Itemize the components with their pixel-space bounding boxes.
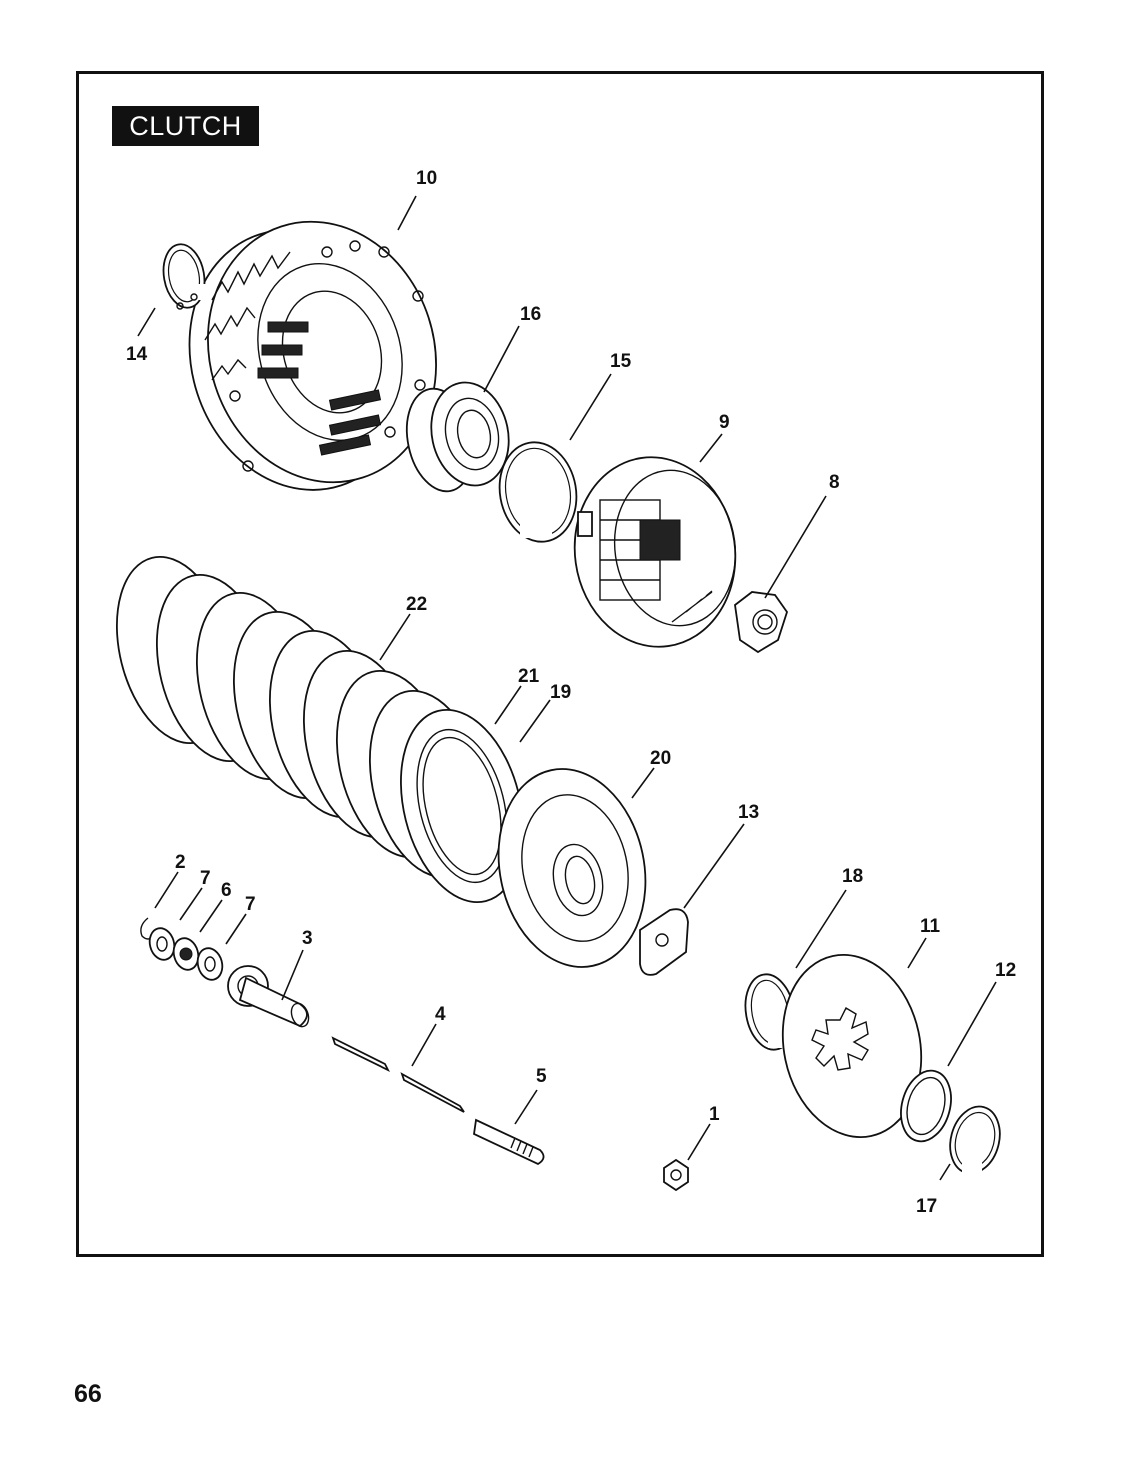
part-retaining-ring-14 xyxy=(162,243,210,310)
callout-22: 22 xyxy=(406,594,427,615)
part-snap-ring-15 xyxy=(498,441,578,543)
part-release-shaft-3 xyxy=(227,965,310,1028)
callout-10: 10 xyxy=(416,168,437,189)
callout-8: 8 xyxy=(829,472,840,493)
part-pressure-plate-20 xyxy=(497,768,647,968)
part-adjusting-screw-5 xyxy=(473,1118,545,1166)
part-pushrods-4 xyxy=(331,1036,465,1113)
part-seat-ring-12 xyxy=(900,1069,952,1143)
part-clutch-plate-stack xyxy=(115,555,524,904)
callout-15: 15 xyxy=(610,351,632,372)
part-lifter-plate-13 xyxy=(639,908,689,976)
part-washer-set xyxy=(140,917,224,981)
callout-12: 12 xyxy=(995,960,1016,981)
callout-21: 21 xyxy=(518,666,540,687)
callout-2: 2 xyxy=(175,852,186,873)
page-number: 66 xyxy=(74,1380,102,1408)
callout-14: 14 xyxy=(126,344,148,365)
part-diaphragm-spring-11 xyxy=(781,954,923,1138)
callout-13: 13 xyxy=(738,802,759,823)
callout-7-lower: 7 xyxy=(245,894,256,915)
callout-numbers: 10 16 15 9 8 14 22 21 19 20 13 18 11 12 … xyxy=(126,168,1016,1217)
callout-11: 11 xyxy=(920,916,941,937)
callout-3: 3 xyxy=(302,928,313,949)
part-locknut-1 xyxy=(663,1158,689,1192)
callout-20: 20 xyxy=(650,748,671,769)
part-clutch-shell xyxy=(188,220,437,491)
callout-17: 17 xyxy=(916,1196,937,1217)
part-hub-nut-8 xyxy=(734,591,788,654)
callout-leader-lines xyxy=(137,195,997,1181)
part-retaining-ring-17 xyxy=(949,1105,1001,1176)
callout-6: 6 xyxy=(221,880,232,901)
callout-7-upper: 7 xyxy=(200,868,211,889)
callout-1: 1 xyxy=(709,1104,720,1125)
section-title: CLUTCH xyxy=(112,106,259,146)
callout-16: 16 xyxy=(520,304,541,325)
callout-19: 19 xyxy=(550,682,571,703)
callout-9: 9 xyxy=(719,412,730,433)
part-clutch-hub-9 xyxy=(573,456,737,648)
callout-18: 18 xyxy=(842,866,863,887)
diagram-frame: CLUTCH xyxy=(76,71,1044,1257)
callout-4: 4 xyxy=(435,1004,446,1025)
part-bearing-16 xyxy=(405,381,510,493)
callout-5: 5 xyxy=(536,1066,547,1087)
